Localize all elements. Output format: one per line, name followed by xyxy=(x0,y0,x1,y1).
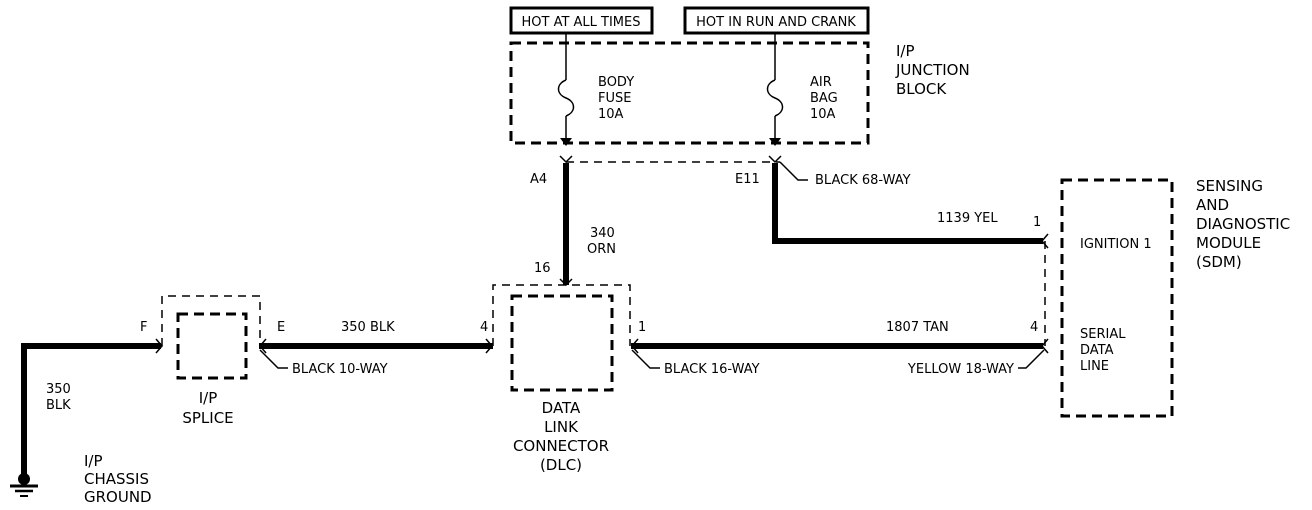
sdm-outline xyxy=(1060,178,1174,418)
dlc-title-2: LINK xyxy=(544,418,579,436)
splice-pin-f-chevron-icon xyxy=(155,338,163,354)
ground-title-1: I/P xyxy=(84,452,103,470)
dlc-pin16-label: 16 xyxy=(534,261,551,276)
dlc-pin4-chevron-icon xyxy=(485,338,493,354)
dlc-connector-outline xyxy=(492,284,631,346)
wire-340-color: ORN xyxy=(587,242,616,257)
dlc-outline xyxy=(510,294,614,392)
pin-a4-chevron-icon xyxy=(559,155,573,164)
body-fuse-label-1: BODY xyxy=(598,75,634,90)
splice-conn-label: BLACK 10-WAY xyxy=(292,362,388,377)
sdm-serial-label-3: LINE xyxy=(1080,359,1109,374)
hot-in-run-crank-box: HOT IN RUN AND CRANK xyxy=(683,6,870,35)
wire-350-ground-color: BLK xyxy=(46,398,71,413)
splice-connector-outline xyxy=(161,295,261,346)
ground-title-2: CHASSIS xyxy=(84,470,149,488)
hot-at-all-times-label: HOT AT ALL TIMES xyxy=(521,15,640,30)
wire-1807-label: 1807 TAN xyxy=(886,320,949,335)
sdm-ignition-label: IGNITION 1 xyxy=(1080,237,1152,252)
pin-a4-label: A4 xyxy=(530,172,547,187)
body-fuse-arrow-icon xyxy=(560,138,572,146)
sdm-title-4: MODULE xyxy=(1196,234,1261,252)
sdm-title-1: SENSING xyxy=(1196,177,1263,195)
wire-1139-yel xyxy=(772,163,1043,244)
junction-block-title-3: BLOCK xyxy=(896,80,947,98)
hot-at-all-times-box: HOT AT ALL TIMES xyxy=(509,6,654,35)
splice-title-2: SPLICE xyxy=(182,409,233,427)
ground-icon xyxy=(10,473,38,497)
dlc-pin1-chevron-icon xyxy=(631,338,639,354)
dlc-pin1-label: 1 xyxy=(638,320,646,335)
splice-pin-f-label: F xyxy=(140,320,147,335)
junction-block-title-2: JUNCTION xyxy=(895,61,970,79)
sdm-title-5: (SDM) xyxy=(1196,253,1242,271)
splice-pin-e-label: E xyxy=(277,320,285,335)
dlc-pin16-chevron-icon xyxy=(559,278,573,287)
junction-block-title-1: I/P xyxy=(896,42,915,60)
pin-e11-chevron-icon xyxy=(768,155,782,164)
sdm-pin1-chevron-icon xyxy=(1041,233,1049,249)
splice-title-1: I/P xyxy=(199,389,218,407)
dlc-title-4: (DLC) xyxy=(540,456,582,474)
dlc-pin4-label: 4 xyxy=(480,320,488,335)
wire-350-ground-number: 350 xyxy=(46,382,71,397)
airbag-fuse-label-2: BAG xyxy=(810,91,838,106)
junction-block-outline xyxy=(509,41,870,145)
dlc-conn-label: BLACK 16-WAY xyxy=(664,362,760,377)
pin-e11-label: E11 xyxy=(735,172,760,187)
junction-connector-leader xyxy=(779,161,808,181)
wire-1139-label: 1139 YEL xyxy=(937,211,998,226)
wire-340-number: 340 xyxy=(590,226,615,241)
hot-in-run-crank-label: HOT IN RUN AND CRANK xyxy=(696,15,856,30)
splice-outline xyxy=(176,312,248,380)
airbag-fuse-arrow-icon xyxy=(769,138,781,146)
dlc-title-3: CONNECTOR xyxy=(513,437,609,455)
sdm-pin1-label: 1 xyxy=(1033,215,1041,230)
body-fuse-label-2: FUSE xyxy=(598,91,631,106)
body-fuse: BODY FUSE 10A xyxy=(557,33,634,146)
sdm-conn-leader xyxy=(1018,349,1045,369)
sdm-title-3: DIAGNOSTIC xyxy=(1196,215,1290,233)
wire-350-label: 350 BLK xyxy=(341,320,395,335)
wire-350-blk-ground xyxy=(21,343,161,475)
body-fuse-label-3: 10A xyxy=(598,107,624,122)
airbag-fuse-label-1: AIR xyxy=(810,75,832,90)
airbag-fuse-label-3: 10A xyxy=(810,107,836,122)
sdm-pin4-chevron-icon xyxy=(1041,338,1049,354)
sdm-pin4-label: 4 xyxy=(1030,320,1038,335)
sdm-title-2: AND xyxy=(1196,196,1229,214)
airbag-fuse: AIR BAG 10A xyxy=(766,33,838,146)
sdm-serial-label-1: SERIAL xyxy=(1080,327,1126,342)
sdm-serial-label-2: DATA xyxy=(1080,343,1114,358)
junction-connector-label: BLACK 68-WAY xyxy=(815,173,911,188)
ground-title-3: GROUND xyxy=(84,488,152,506)
dlc-title-1: DATA xyxy=(542,399,581,417)
dlc-conn-leader xyxy=(631,349,660,369)
splice-pin-e-chevron-icon xyxy=(259,338,267,354)
sdm-conn-label: YELLOW 18-WAY xyxy=(907,362,1014,377)
splice-conn-leader xyxy=(259,349,288,369)
